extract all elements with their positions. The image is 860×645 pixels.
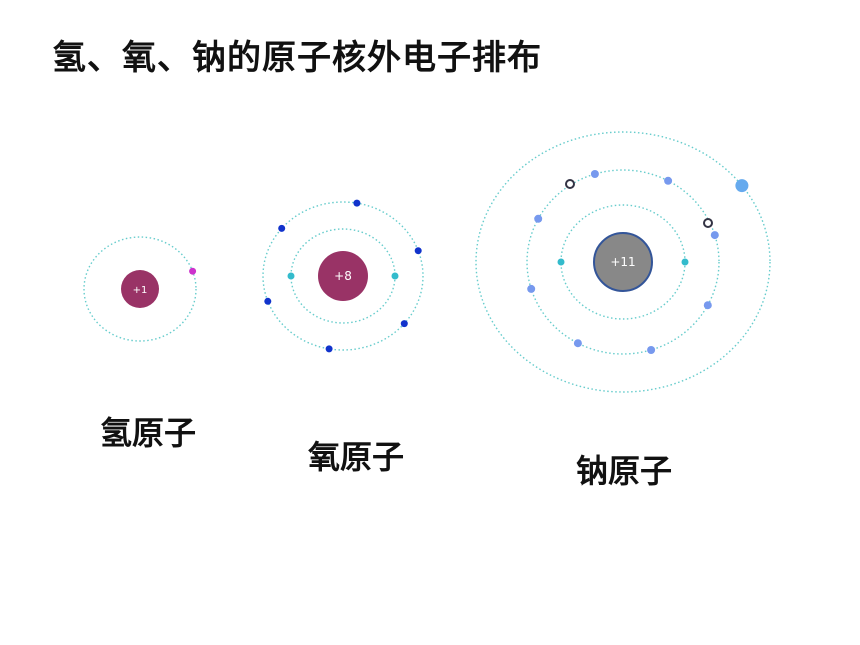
- orbit-shell: [262, 201, 424, 351]
- electron: [400, 320, 408, 328]
- electron: [681, 258, 689, 266]
- orbit-shell: [526, 169, 720, 355]
- atom-0: +1: [83, 236, 197, 342]
- nucleus: [121, 270, 159, 308]
- electron: [647, 346, 656, 354]
- electron: [353, 199, 361, 207]
- electron: [664, 176, 673, 185]
- electron: [573, 339, 582, 348]
- caption-sodium: 钠原子: [576, 452, 673, 490]
- electron: [590, 170, 599, 178]
- electron: [391, 272, 399, 280]
- electron: [534, 214, 543, 223]
- nucleus-charge-label: +8: [334, 269, 352, 283]
- nucleus: [318, 251, 368, 301]
- electron: [325, 345, 333, 353]
- electron-marker: [565, 179, 575, 189]
- electron: [735, 179, 749, 193]
- caption-hydrogen: 氢原子: [100, 414, 197, 452]
- electron: [414, 247, 422, 255]
- atom-1: +8: [262, 199, 424, 353]
- nucleus-charge-label: +1: [133, 285, 148, 296]
- electron: [710, 231, 719, 240]
- electron: [264, 297, 272, 305]
- electron: [527, 284, 536, 293]
- electron-marker: [703, 218, 713, 228]
- page-title: 氢、氧、钠的原子核外电子排布: [52, 38, 542, 78]
- orbit-shell: [83, 236, 197, 342]
- electron: [703, 301, 712, 310]
- nucleus-charge-label: +11: [610, 255, 635, 269]
- caption-oxygen: 氧原子: [308, 438, 405, 476]
- electron: [189, 267, 197, 275]
- nucleus: [593, 232, 653, 292]
- orbit-shell: [475, 131, 771, 393]
- electron: [278, 224, 286, 232]
- electron: [557, 258, 565, 266]
- electron: [287, 272, 295, 280]
- atom-2: +11: [475, 131, 771, 393]
